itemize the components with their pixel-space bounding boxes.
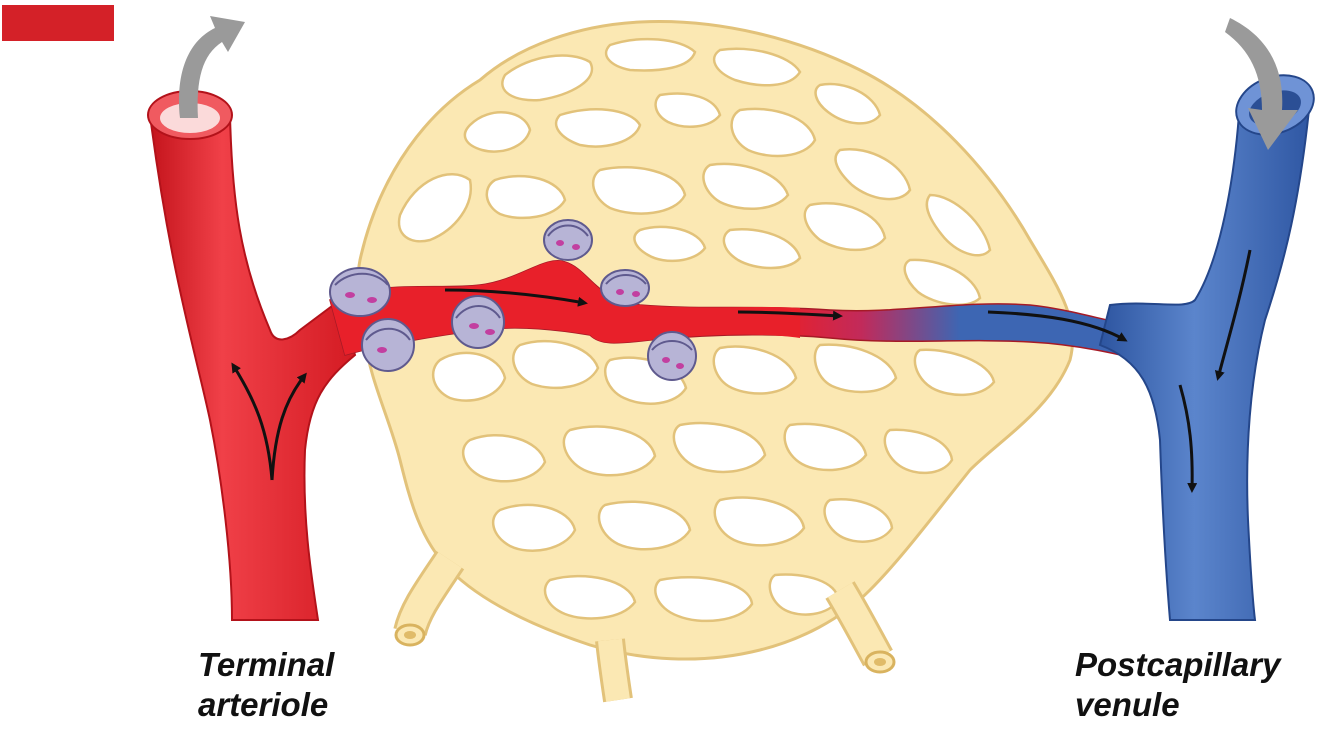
postcapillary-venule-label: Postcapillary venule [1075,645,1280,725]
precapillary-sphincter-icon [648,332,696,380]
precapillary-sphincter-icon [330,268,390,316]
precapillary-sphincter-icon [362,319,414,371]
terminal-arteriole-label: Terminal arteriole [198,645,334,725]
terminal-arteriole-label-line1: Terminal [198,645,334,685]
precapillary-sphincter-icon [601,270,649,306]
terminal-arteriole-label-line2: arteriole [198,685,334,725]
postcapillary-venule-label-line1: Postcapillary [1075,645,1280,685]
postcapillary-venule-label-line2: venule [1075,685,1280,725]
terminal-arteriole [148,91,355,620]
precapillary-sphincter-icon [544,220,592,260]
precapillary-sphincter-icon [452,296,504,348]
postcapillary-venule [1100,65,1322,620]
